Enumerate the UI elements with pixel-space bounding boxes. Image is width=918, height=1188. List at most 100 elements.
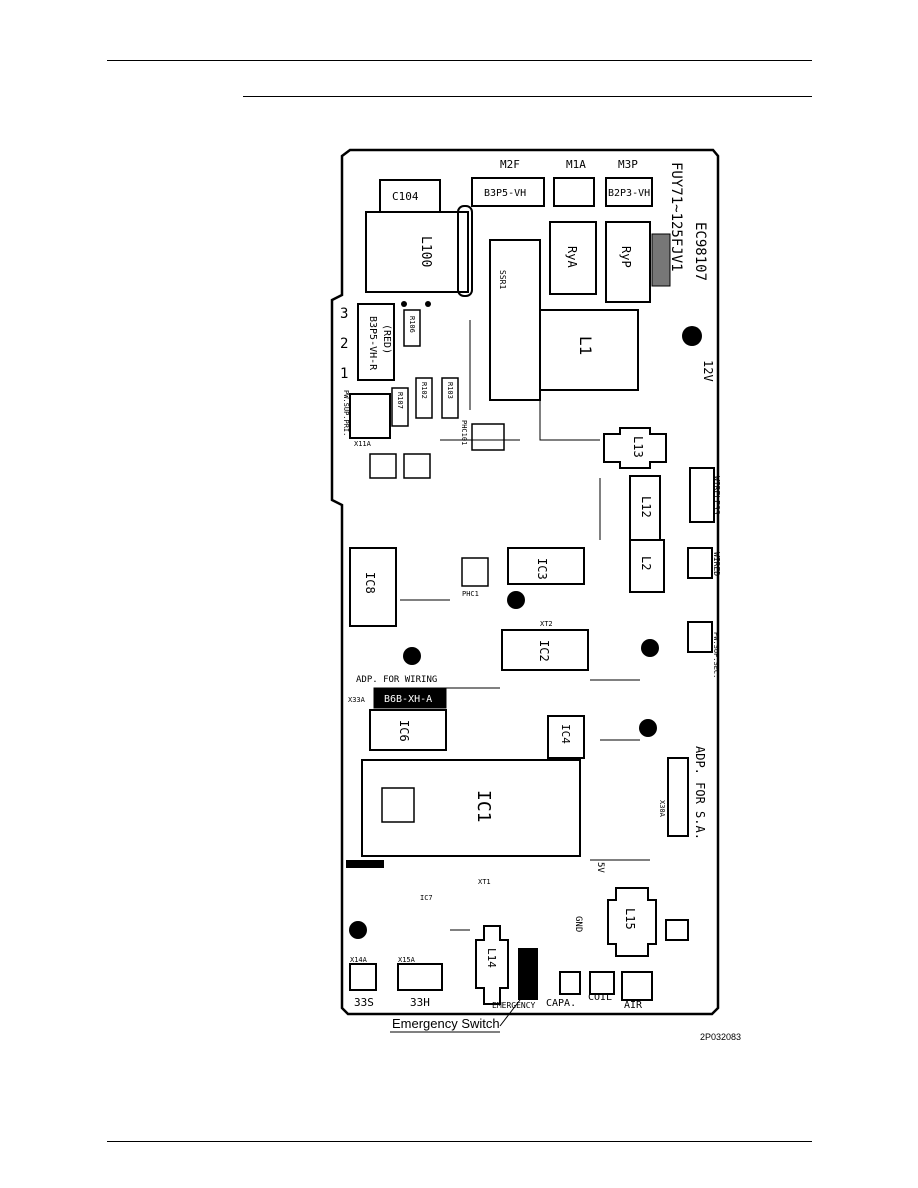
ic6-chip [369, 709, 447, 751]
footer-rule [107, 1141, 812, 1142]
r106-label: R106 [408, 316, 416, 333]
r103-resistor [441, 377, 459, 419]
wireless-connector [689, 467, 715, 523]
ssr1-block [489, 239, 541, 401]
air-label: AIR [624, 1000, 643, 1011]
coil-connector [589, 971, 615, 995]
section-rule [243, 96, 812, 97]
l1-block [539, 309, 639, 391]
l100-block [365, 211, 469, 293]
b6b-connector [373, 687, 447, 709]
l15-label: L15 [623, 908, 637, 930]
wireless-label: WIRELESS [712, 476, 721, 515]
connector-label-m1a: M1A [566, 158, 586, 171]
ic7-label: IC7 [420, 894, 433, 902]
l13-block [603, 427, 667, 469]
document-number: 2P032083 [700, 1032, 742, 1042]
c1-capacitor [641, 639, 659, 657]
c24-capacitor [639, 719, 657, 737]
l1-label: L1 [576, 336, 595, 355]
ic4-chip [547, 715, 585, 759]
ryp-label: RyP [619, 246, 633, 268]
connector-label-m2f: M2F [500, 158, 520, 171]
c73-capacitor [349, 921, 367, 939]
l100-winding [457, 205, 473, 297]
phc1-label: PHC1 [462, 590, 479, 598]
b3p5-connector [471, 177, 545, 207]
x14a-label: X14A [350, 956, 368, 964]
connector-label-m3p: M3P [618, 158, 638, 171]
ic2-label: IC2 [537, 640, 551, 662]
ic3-label: IC3 [535, 558, 549, 580]
wired-label: WIRED [712, 552, 721, 576]
xt2-label: XT2 [540, 620, 553, 628]
ssr1-label: SSR1 [498, 270, 507, 289]
ic2-chip [501, 629, 589, 671]
phc101-label: PHC101 [460, 420, 468, 445]
rya-relay [549, 221, 597, 295]
model-text: FUY71~125FJV1 [668, 162, 684, 272]
wired-connector [687, 547, 713, 579]
ryp-relay [605, 221, 651, 303]
l12-label: L12 [639, 496, 653, 518]
coil-label: COIL [588, 992, 612, 1003]
l14-block [475, 925, 509, 1005]
adp-wiring-label: ADP. FOR WIRING [356, 675, 437, 685]
ic8-chip [349, 547, 397, 627]
air-connector [621, 971, 653, 1001]
red-label: (RED) [381, 324, 392, 354]
x25a-connector [665, 919, 689, 941]
x14a-connector [349, 963, 377, 991]
b3p5-side-label: B3P5-VH-R [367, 316, 378, 371]
l2-label: L2 [639, 556, 653, 570]
phc103-block [369, 453, 397, 479]
r106-resistor [403, 309, 421, 347]
b3p5-side-connector [357, 303, 395, 381]
x15a-label: X15A [398, 956, 416, 964]
r107-label: R107 [396, 392, 404, 409]
ic8-label: IC8 [363, 572, 377, 594]
gnd-label: GND [573, 916, 583, 932]
c67-capacitor [507, 591, 525, 609]
l100-label: L100 [418, 236, 433, 267]
rya-label: RyA [565, 246, 579, 268]
b6b-label: B6B-XH-A [384, 694, 432, 705]
c104-label: C104 [392, 190, 419, 203]
pw-sup-pri-label: PW.SUP.PRI. [342, 390, 350, 436]
xt1-label: XT1 [478, 878, 491, 886]
emergency-callout-line [499, 999, 521, 1027]
v12-label: 12V [701, 360, 715, 382]
l14-label: L14 [485, 948, 498, 968]
b3p5-label: B3P5-VH [484, 188, 526, 199]
pin-3-label: 3 [340, 306, 348, 322]
emergency-label: EMERGENCY [492, 1001, 536, 1010]
b2p3-label: B2P3-VH [608, 188, 650, 199]
ic4-label: IC4 [559, 724, 572, 744]
n33s-label: 33S [354, 996, 374, 1009]
c60-capacitor [682, 326, 702, 346]
capa-connector [559, 971, 581, 995]
m1a-connector [553, 177, 595, 207]
x30a-label: X30A [658, 800, 666, 818]
zener-dot-2 [425, 301, 431, 307]
pcb-traces [400, 320, 650, 931]
board-outline [330, 148, 720, 1016]
l15-block [607, 887, 657, 957]
ic1-label: IC1 [473, 790, 494, 823]
phc104-block [403, 453, 431, 479]
x30a-connector [667, 757, 689, 837]
phc101-block [471, 423, 505, 451]
x11a-label: X11A [354, 440, 372, 448]
ic6-label: IC6 [397, 720, 411, 742]
ca1-block [346, 860, 384, 868]
r102-label: R102 [420, 382, 428, 399]
n33h-label: 33H [410, 996, 430, 1009]
phc1-block [461, 557, 489, 587]
ic1-chip [361, 759, 581, 857]
pw-sup-sec-connector [687, 621, 713, 653]
l2-block [629, 539, 665, 593]
pw-sup-sec-label: PW.SUP.SEC. [712, 632, 720, 678]
l13-label: L13 [631, 436, 645, 458]
relay-hatch [651, 233, 671, 287]
